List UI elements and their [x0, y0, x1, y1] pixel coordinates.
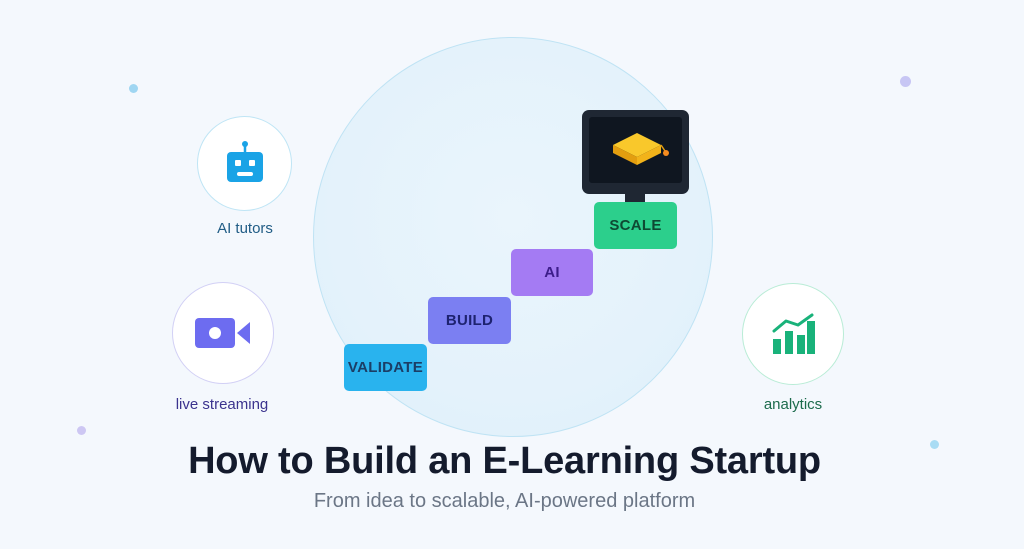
decorative-dot — [930, 440, 939, 449]
analytics-label: analytics — [763, 396, 823, 413]
analytics-icon-circle — [742, 283, 844, 385]
step-ai: AI — [511, 249, 593, 296]
monitor-display — [589, 117, 682, 183]
page-subtitle: From idea to scalable, AI-powered platfo… — [313, 490, 696, 512]
monitor-neck — [625, 193, 645, 203]
step-build: BUILD — [428, 297, 511, 344]
robot-icon — [226, 140, 263, 182]
video-camera-icon — [195, 318, 250, 348]
live-streaming-label: live streaming — [175, 396, 269, 413]
decorative-dot — [129, 84, 138, 93]
ai-tutors-label: AI tutors — [217, 220, 273, 237]
step-validate: VALIDATE — [344, 344, 427, 391]
monitor — [582, 110, 689, 194]
live-streaming-icon-circle — [172, 282, 274, 384]
bar-chart-icon — [772, 313, 815, 354]
step-scale: SCALE — [594, 202, 677, 249]
ai-tutors-icon-circle — [197, 116, 292, 211]
decorative-dot — [900, 76, 911, 87]
page-title: How to Build an E-Learning Startup — [188, 440, 821, 482]
decorative-dot — [77, 426, 86, 435]
graduation-cap-icon — [613, 133, 669, 165]
